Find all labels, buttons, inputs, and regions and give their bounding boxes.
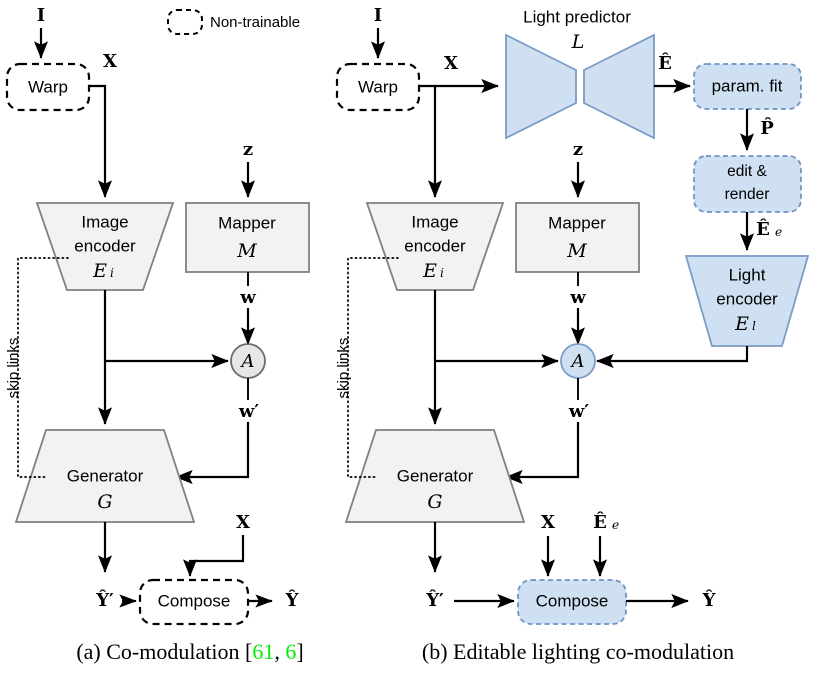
panel-a-yprime-label: Ŷ′ [95,588,114,611]
panel-a-mapper-label: Mapper [218,213,276,232]
panel-b-input-label: I [374,5,382,26]
panel-b-light-predictor-symbol: L [571,31,585,53]
panel-a-generator-label: Generator [67,466,144,485]
panel-a-skip-links-path [17,257,69,478]
panel-a-caption: (a) Co-modulation [61, 6] [76,639,303,664]
panel-b-edit-render-label-2: render [725,186,770,203]
panel-b-light-encoder-label-2: encoder [716,289,778,308]
panel-a-skip-links-label: skip links [5,338,22,399]
panel-b-light-predictor-left-shape [505,33,577,140]
panel-a-caption-cite-sep: , [274,639,285,664]
edge-wprime-to-generator [175,422,250,485]
panel-b-yhat-label: Ŷ [702,588,717,611]
panel-b-light-predictor-right-shape [583,33,655,140]
panel-b-compose-label: Compose [536,591,609,610]
panel-b-edit-render-label-1: edit & [727,163,767,180]
panel-b-yprime-label: Ŷ′ [425,588,444,611]
panel-a-image-encoder-shape [35,202,175,291]
panel-b: I Warp X Light predictor L Ê param. fit … [335,5,810,664]
panel-b-param-fit-label: param. fit [712,76,783,95]
panel-a-x-label-2: X [236,512,250,533]
panel-a-image-encoder-label-1: Image [81,212,128,231]
panel-b-mapper-label: Mapper [548,213,606,232]
legend: Non-trainable [167,9,300,35]
panel-b-generator-shape [344,429,526,523]
panel-b-image-encoder-subscript: i [440,266,444,280]
panel-a-image-encoder-label-2: encoder [74,236,136,255]
panel-a-wprime-label: w′ [238,401,259,422]
edge-b-wprime-to-generator [505,422,580,485]
edge-x-to-image-encoder [89,84,113,198]
panel-a-z-label: z [243,139,253,160]
panel-a-caption-prefix: (a) Co-modulation [ [76,639,252,664]
panel-a-w-label: w [239,287,256,308]
panel-b-light-predictor-title: Light predictor [523,7,631,26]
panel-a: I Warp X Image encoder E i z Mapper M w [5,5,310,664]
panel-b-mapper-symbol: M [566,240,587,262]
panel-a-x-label: X [103,51,117,72]
panel-a-compose-label: Compose [158,591,231,610]
panel-a-mapper-symbol: M [236,240,257,262]
edge-b-light-encoder-to-a-node [596,346,749,369]
panel-b-skip-links-path [347,257,399,478]
panel-b-phat-label: P̂ [760,117,774,139]
panel-a-caption-cite-1: 61 [252,639,274,664]
panel-a-a-node-label: A [240,351,255,372]
panel-a-image-encoder-symbol: E [92,260,107,282]
panel-b-z-label: z [573,139,583,160]
panel-b-mapper-box [515,202,640,273]
panel-b-skip-links-label: skip links [335,338,352,399]
legend-swatch-dashed-rect [167,9,203,35]
panel-a-generator-symbol: G [97,491,112,513]
panel-b-image-encoder-shape [365,202,505,291]
panel-b-w-label: w [569,287,586,308]
panel-b-caption: (b) Editable lighting co-modulation [422,639,734,664]
panel-b-generator-label: Generator [397,466,474,485]
panel-b-ehat-label: Ê [658,51,672,74]
panel-b-light-encoder-label-1: Light [729,265,766,284]
panel-b-ehat-e-label-2: Ê [593,510,607,533]
panel-b-wprime-label: w′ [568,401,589,422]
panel-a-mapper-box [185,202,310,273]
panel-b-image-encoder-label-1: Image [411,212,458,231]
panel-b-ehat-e-subscript: e [775,225,782,239]
panel-b-light-encoder-symbol: E [734,313,749,335]
panel-b-ehat-e-label: Ê [756,217,770,240]
panel-a-image-encoder-subscript: i [110,266,114,280]
panel-b-x-label: X [444,53,458,74]
panel-b-image-encoder-symbol: E [422,260,437,282]
panel-b-image-encoder-label-2: encoder [404,236,466,255]
panel-b-a-node-label: A [570,351,585,372]
panel-a-input-label: I [37,5,45,26]
edge-x2-to-compose [182,535,245,577]
panel-a-warp-label: Warp [28,77,68,96]
panel-a-caption-suffix: ] [296,639,303,664]
panel-b-warp-label: Warp [358,77,398,96]
panel-b-light-encoder-subscript: l [752,319,756,333]
panel-b-edit-render-box [693,155,802,213]
legend-label: Non-trainable [210,14,300,31]
panel-b-ehat-e-subscript-2: e [612,518,619,532]
panel-a-generator-shape [14,429,196,523]
panel-b-light-encoder-shape [684,255,810,347]
panel-a-caption-cite-2: 6 [285,639,296,664]
panel-b-generator-symbol: G [427,491,442,513]
panel-b-x-label-2: X [541,512,555,533]
panel-a-yhat-label: Ŷ [285,588,300,611]
